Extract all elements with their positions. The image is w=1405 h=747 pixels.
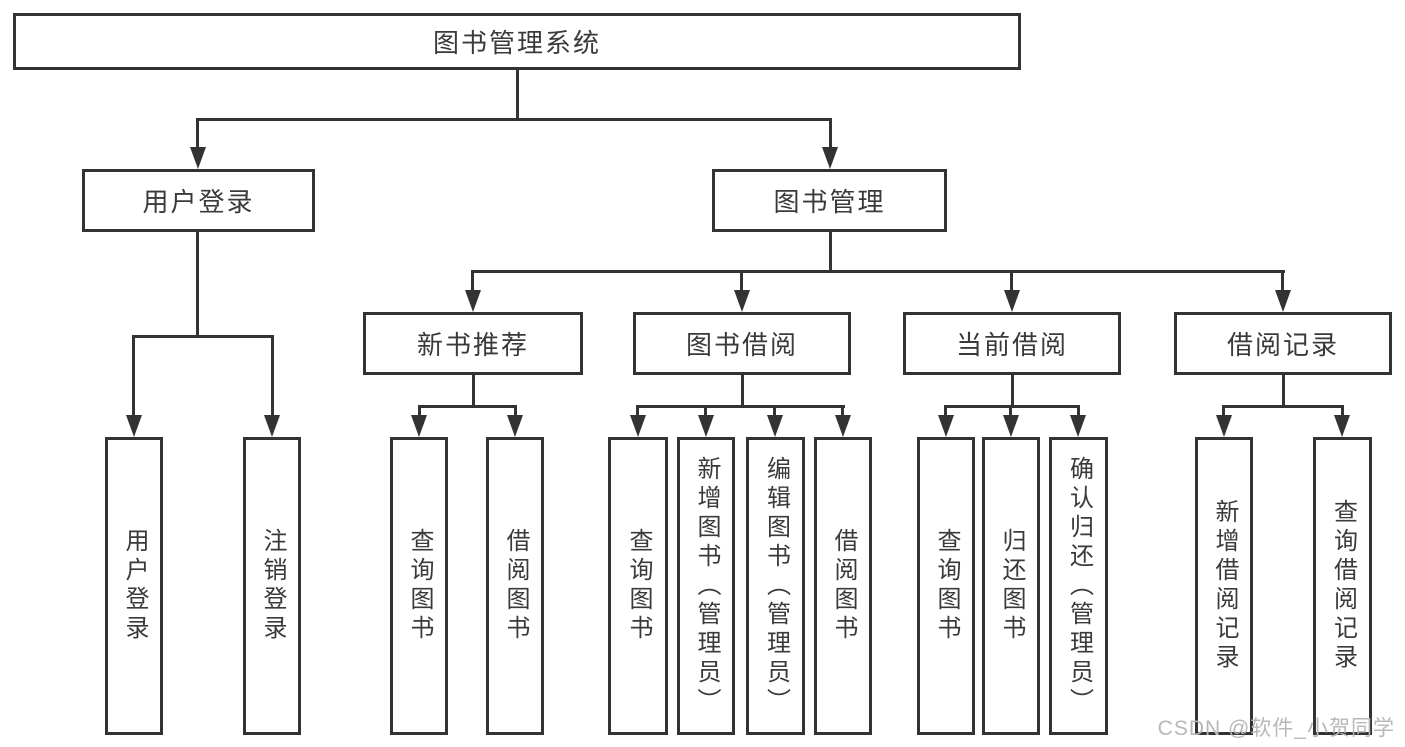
connector-stem-leaf (1341, 405, 1344, 423)
leaf-record-add-label: 新增借阅记录 (1211, 499, 1238, 673)
connector-stem-book-mgmt (829, 118, 832, 152)
node-root-label: 图书管理系统 (432, 28, 601, 58)
connector-current-borrow-bar (944, 405, 1080, 408)
connector-stem-leaf (271, 335, 274, 420)
arrowhead-down-icon (630, 415, 646, 437)
connector-stem-leaf (841, 405, 844, 423)
leaf-borrow-edit-label: 编辑图书（管理员） (762, 455, 790, 717)
connector-stem-leaf (944, 405, 947, 423)
connector-stem-leaf (636, 405, 639, 423)
arrowhead-down-icon (126, 415, 142, 437)
arrowhead-down-icon (1216, 415, 1232, 437)
arrowhead-down-icon (507, 415, 523, 437)
leaf-logout-label: 注销登录 (259, 528, 286, 644)
connector-user-login-stem (196, 232, 199, 338)
node-user-login: 用户登录 (82, 169, 315, 232)
node-book-mgmt: 图书管理 (712, 169, 947, 232)
connector-stem-level3 (740, 270, 743, 295)
leaf-current-query: 查询图书 (917, 437, 975, 735)
arrowhead-down-icon (938, 415, 954, 437)
connector-root-stem (516, 70, 519, 120)
leaf-newbook-borrow: 借阅图书 (486, 437, 544, 735)
leaf-borrow-edit: 编辑图书（管理员） (746, 437, 805, 735)
leaf-borrow-borrow-label: 借阅图书 (830, 528, 857, 644)
connector-stem-leaf (1009, 405, 1012, 423)
node-borrow-record: 借阅记录 (1174, 312, 1392, 375)
connector-borrow-record-stem (1282, 375, 1285, 408)
node-new-book: 新书推荐 (363, 312, 583, 375)
arrowhead-down-icon (264, 415, 280, 437)
arrowhead-down-icon (190, 147, 206, 169)
arrowhead-down-icon (1003, 415, 1019, 437)
arrowhead-down-icon (698, 415, 714, 437)
connector-stem-leaf (514, 405, 517, 423)
leaf-record-query-label: 查询借阅记录 (1329, 499, 1357, 673)
leaf-current-confirm: 确认归还（管理员） (1049, 437, 1108, 735)
arrowhead-down-icon (1275, 290, 1291, 312)
node-user-login-label: 用户登录 (142, 187, 255, 217)
leaf-user-login-label: 用户登录 (121, 528, 148, 644)
connector-user-login-bar (133, 335, 274, 338)
node-book-borrow-label: 图书借阅 (685, 330, 798, 360)
arrowhead-down-icon (822, 147, 838, 169)
arrowhead-down-icon (767, 415, 783, 437)
leaf-newbook-borrow-label: 借阅图书 (502, 528, 529, 644)
csdn-watermark: CSDN @软件_小贺同学 (1157, 717, 1395, 740)
connector-stem-leaf (773, 405, 776, 423)
node-book-borrow: 图书借阅 (633, 312, 851, 375)
connector-book-borrow-bar (636, 405, 845, 408)
connector-book-borrow-stem (741, 375, 744, 408)
leaf-record-query: 查询借阅记录 (1313, 437, 1372, 735)
node-book-mgmt-label: 图书管理 (773, 187, 886, 217)
arrowhead-down-icon (1334, 415, 1350, 437)
arrowhead-down-icon (465, 290, 481, 312)
leaf-newbook-query-label: 查询图书 (406, 528, 433, 644)
connector-new-book-bar (418, 405, 517, 408)
arrowhead-down-icon (1004, 290, 1020, 312)
node-new-book-label: 新书推荐 (416, 330, 529, 360)
leaf-current-confirm-label: 确认归还（管理员） (1065, 455, 1093, 717)
connector-level2-bar (197, 118, 832, 121)
connector-stem-leaf (418, 405, 421, 423)
node-root: 图书管理系统 (13, 13, 1021, 70)
leaf-current-query-label: 查询图书 (933, 528, 960, 644)
arrowhead-down-icon (411, 415, 427, 437)
leaf-newbook-query: 查询图书 (390, 437, 448, 735)
connector-stem-level3 (471, 270, 474, 295)
leaf-record-add: 新增借阅记录 (1195, 437, 1253, 735)
connector-stem-leaf (1222, 405, 1225, 423)
connector-stem-level3 (1281, 270, 1284, 295)
node-current-borrow: 当前借阅 (903, 312, 1121, 375)
connector-stem-leaf (704, 405, 707, 423)
leaf-borrow-query-label: 查询图书 (625, 528, 652, 644)
leaf-borrow-query: 查询图书 (608, 437, 668, 735)
leaf-current-return: 归还图书 (982, 437, 1040, 735)
connector-stem-leaf (132, 335, 135, 420)
node-borrow-record-label: 借阅记录 (1226, 330, 1339, 360)
connector-level3-bar (471, 270, 1285, 273)
connector-stem-level3 (1010, 270, 1013, 295)
connector-stem-leaf (1077, 405, 1080, 423)
arrowhead-down-icon (835, 415, 851, 437)
node-current-borrow-label: 当前借阅 (955, 330, 1068, 360)
leaf-logout: 注销登录 (243, 437, 301, 735)
leaf-borrow-borrow: 借阅图书 (814, 437, 872, 735)
leaf-borrow-add-label: 新增图书（管理员） (693, 455, 720, 717)
connector-current-borrow-stem (1011, 375, 1014, 408)
connector-stem-user-login (196, 118, 199, 152)
leaf-borrow-add: 新增图书（管理员） (677, 437, 735, 735)
connector-new-book-stem (472, 375, 475, 408)
leaf-user-login: 用户登录 (105, 437, 163, 735)
connector-borrow-record-bar (1222, 405, 1344, 408)
leaf-current-return-label: 归还图书 (998, 528, 1025, 644)
connector-book-mgmt-stem (829, 232, 832, 273)
arrowhead-down-icon (1070, 415, 1086, 437)
arrowhead-down-icon (734, 290, 750, 312)
